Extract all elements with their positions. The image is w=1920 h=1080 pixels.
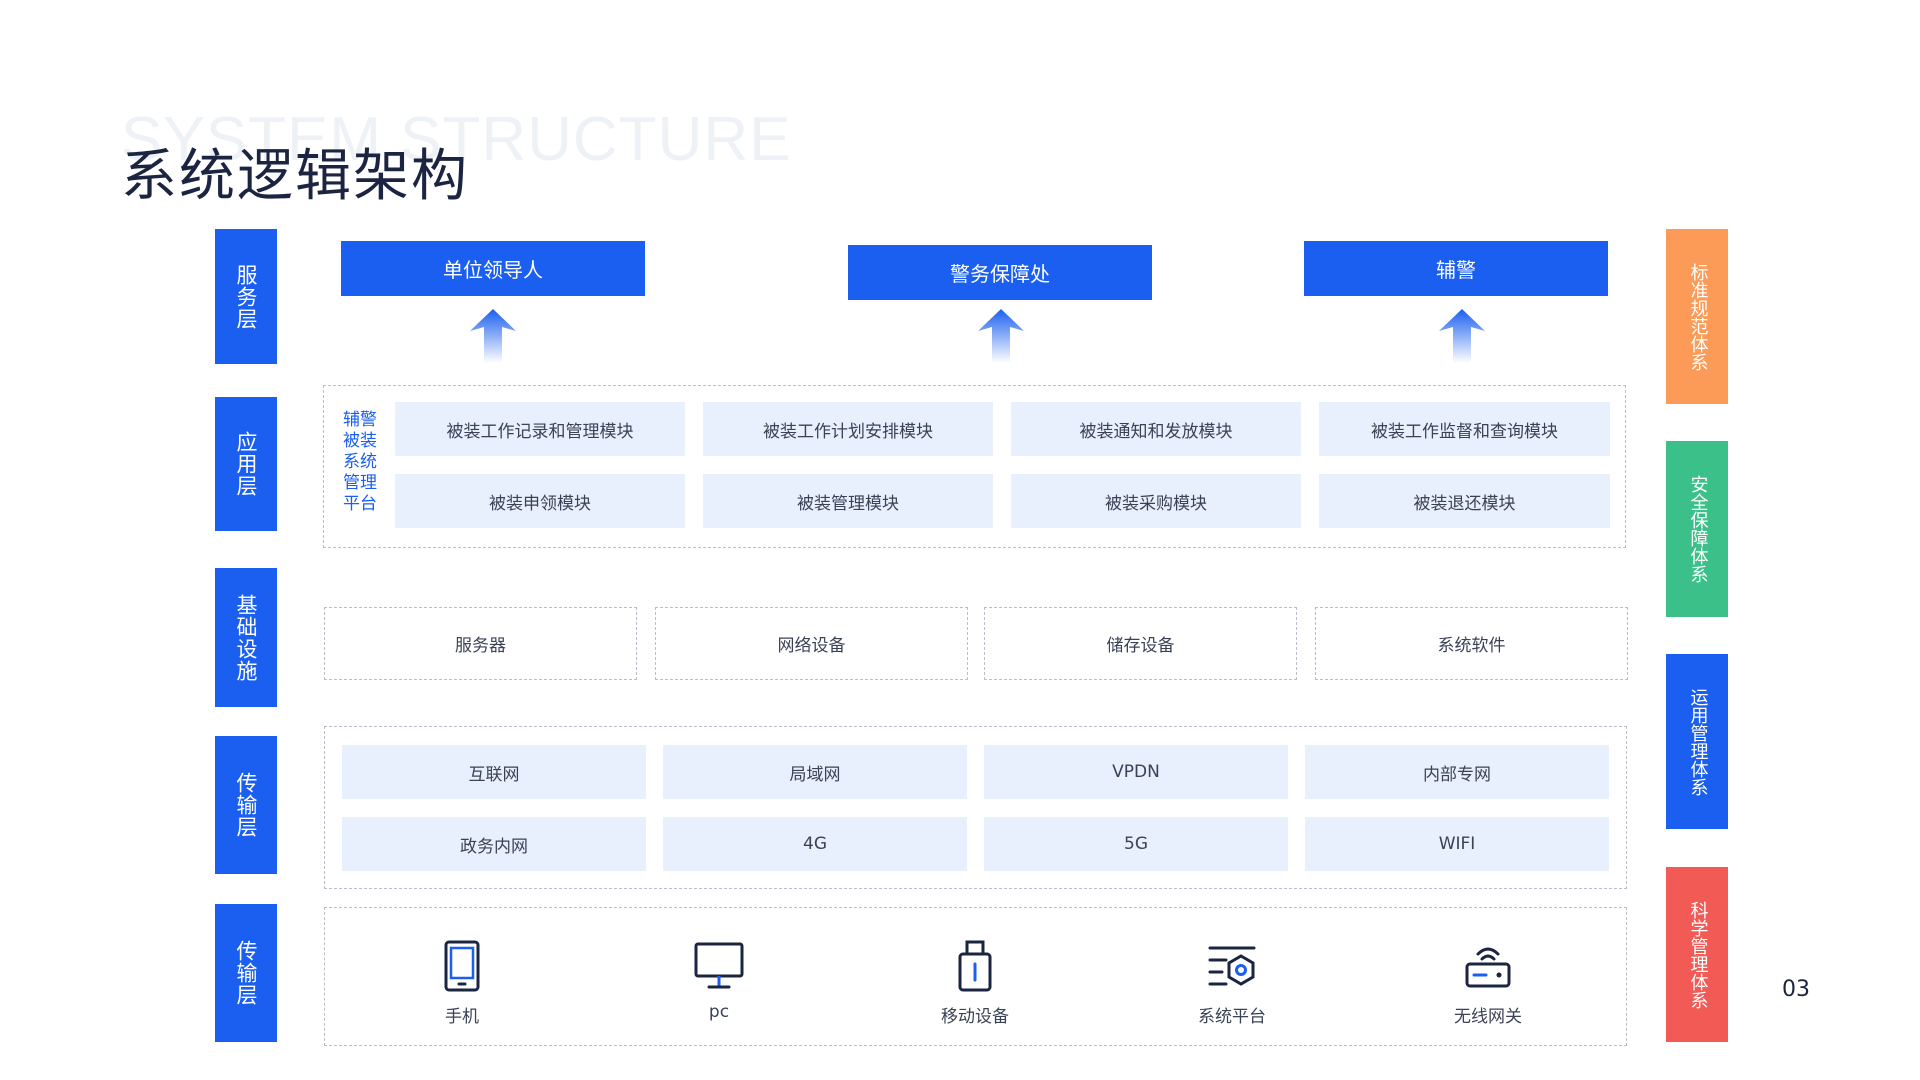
- infrastructure-item: 储存设备: [984, 607, 1297, 680]
- usb-device-icon: [958, 940, 992, 992]
- device-item: pc: [659, 940, 779, 1022]
- application-layer-container: [323, 385, 1626, 548]
- network-type: 内部专网: [1305, 745, 1609, 799]
- app-module: 被装工作记录和管理模块: [395, 402, 685, 456]
- network-type: VPDN: [984, 745, 1288, 799]
- layer-label-service: 服务层: [215, 229, 277, 364]
- system-label-science: 科学管理体系: [1666, 867, 1728, 1042]
- device-item: 手机: [402, 940, 522, 1027]
- infrastructure-item: 服务器: [324, 607, 637, 680]
- app-module: 被装退还模块: [1319, 474, 1610, 528]
- service-user-logistics: 警务保障处: [848, 245, 1152, 300]
- app-module: 被装管理模块: [703, 474, 993, 528]
- transport-layer-container: [324, 726, 1627, 889]
- service-user-leader: 单位领导人: [341, 241, 645, 296]
- app-module: 被装通知和发放模块: [1011, 402, 1301, 456]
- monitor-icon: [694, 942, 744, 989]
- app-module: 被装工作监督和查询模块: [1319, 402, 1610, 456]
- up-arrow-icon: [1439, 309, 1485, 363]
- layer-label-infrastructure: 基础设施: [215, 568, 277, 707]
- app-module: 被装采购模块: [1011, 474, 1301, 528]
- network-type: WIFI: [1305, 817, 1609, 871]
- up-arrow-icon: [470, 309, 516, 363]
- layer-label-terminal: 传输层: [215, 904, 277, 1042]
- device-label: 系统平台: [1198, 1007, 1266, 1027]
- device-label: 手机: [445, 1007, 479, 1027]
- service-user-auxiliary-police: 辅警: [1304, 241, 1608, 296]
- infrastructure-item: 网络设备: [655, 607, 968, 680]
- platform-label: 辅警被装系统管理平台: [343, 410, 377, 514]
- app-module: 被装工作计划安排模块: [703, 402, 993, 456]
- device-label: 无线网关: [1454, 1007, 1522, 1027]
- up-arrow-icon: [978, 309, 1024, 363]
- settings-platform-icon: [1208, 946, 1256, 986]
- page-title: 系统逻辑架构: [121, 144, 469, 209]
- layer-label-transport: 传输层: [215, 736, 277, 874]
- device-item: 无线网关: [1428, 940, 1548, 1027]
- layer-label-application: 应用层: [215, 397, 277, 531]
- device-item: 移动设备: [915, 940, 1035, 1027]
- device-layer-container: [324, 907, 1627, 1046]
- network-type: 政务内网: [342, 817, 646, 871]
- page-number: 03: [1782, 977, 1810, 1002]
- device-item: 系统平台: [1172, 940, 1292, 1027]
- router-icon: [1465, 947, 1511, 988]
- device-label: 移动设备: [941, 1007, 1009, 1027]
- title-background-text: SYSTEM STRUCTURE: [121, 105, 792, 174]
- system-label-standards: 标准规范体系: [1666, 229, 1728, 404]
- device-label: pc: [708, 1002, 730, 1022]
- network-type: 4G: [663, 817, 967, 871]
- network-type: 局域网: [663, 745, 967, 799]
- network-type: 互联网: [342, 745, 646, 799]
- system-label-security: 安全保障体系: [1666, 441, 1728, 617]
- network-type: 5G: [984, 817, 1288, 871]
- system-label-operations: 运用管理体系: [1666, 654, 1728, 829]
- app-module: 被装申领模块: [395, 474, 685, 528]
- tablet-icon: [444, 940, 480, 992]
- infrastructure-item: 系统软件: [1315, 607, 1628, 680]
